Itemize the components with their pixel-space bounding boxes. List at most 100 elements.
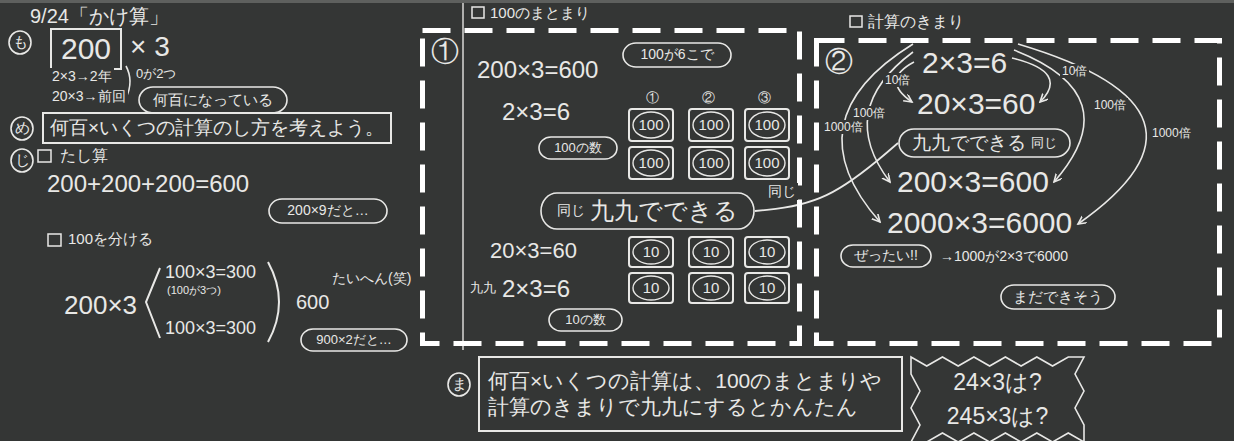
node-text-group: 100 bbox=[754, 154, 779, 173]
box-outline bbox=[479, 357, 902, 431]
block-outline bbox=[629, 237, 673, 267]
chalk-text: 200×3 bbox=[62, 290, 139, 321]
ten-block: 10 bbox=[628, 272, 674, 304]
node-text: 10の数 bbox=[565, 312, 605, 328]
node-text: じ bbox=[15, 151, 30, 170]
node-text: 100 bbox=[754, 154, 779, 173]
block-ring bbox=[749, 276, 785, 300]
speech-cloud: 100が6こで bbox=[622, 42, 732, 68]
heading-square bbox=[38, 150, 51, 162]
chalk-text: 1000倍 bbox=[1150, 126, 1193, 140]
node-text: 100が6こで bbox=[640, 46, 713, 64]
node-text-group: 10 bbox=[703, 243, 720, 262]
cloud-outline bbox=[541, 193, 754, 229]
cloud-outline bbox=[841, 245, 931, 267]
node-text: 10 bbox=[643, 243, 660, 262]
node-text-group: 200 bbox=[61, 30, 111, 68]
cloud-outline bbox=[623, 43, 731, 67]
node-text: 200×9だと… bbox=[287, 202, 368, 220]
node-text-group: 100 bbox=[638, 154, 663, 173]
node-text: 24×3は? bbox=[953, 368, 1042, 397]
dashed-outline bbox=[817, 41, 1220, 344]
box-outline bbox=[51, 29, 121, 69]
cloud-outline bbox=[269, 199, 387, 223]
node-text: 100の数 bbox=[554, 140, 602, 156]
heading-square bbox=[850, 16, 862, 27]
node-text: 100 bbox=[638, 154, 663, 173]
cloud-outline bbox=[1001, 285, 1115, 309]
ten-block: 10 bbox=[744, 236, 790, 268]
speech-cloud: 九九でできる同じ bbox=[898, 128, 1071, 158]
chalk-text: 2×3=6 bbox=[920, 45, 1009, 81]
brace bbox=[146, 268, 160, 338]
board-title: 9/24「かけ算」 bbox=[28, 4, 171, 28]
chalk-text: 2×3=6 bbox=[500, 98, 572, 127]
node-text-group: ② bbox=[822, 44, 856, 79]
chalk-text: →1000が2×3で6000 bbox=[938, 248, 1070, 265]
circle-outline bbox=[448, 373, 470, 396]
ten-block: 10 bbox=[628, 236, 674, 268]
chalk-text: 100倍 bbox=[1092, 98, 1128, 112]
node-text: 100 bbox=[698, 116, 723, 135]
node-text-group: 100 bbox=[754, 116, 779, 135]
chalk-text: 1000倍 bbox=[822, 120, 865, 134]
node-text: 100 bbox=[698, 154, 723, 173]
node-text: ま bbox=[452, 375, 467, 394]
block-outline bbox=[745, 109, 789, 141]
circle-outline bbox=[9, 31, 31, 54]
node-text: 10 bbox=[759, 279, 776, 298]
node-text: 200 bbox=[61, 30, 111, 68]
node-text-group: 何百になっている bbox=[153, 91, 273, 110]
chalk-text: 100×3=300 bbox=[163, 262, 258, 284]
bracket bbox=[268, 262, 279, 342]
circle-outline bbox=[11, 149, 33, 172]
speech-cloud: 200×9だと… bbox=[268, 198, 388, 224]
chalk-text: 0が2つ bbox=[134, 66, 178, 82]
node-text: 100 bbox=[754, 116, 779, 135]
chalk-text: 200+200+200=600 bbox=[45, 170, 251, 199]
chalk-text: 20×3→前回 bbox=[50, 88, 128, 105]
node-text: 245×3は? bbox=[947, 402, 1048, 431]
chalk-text: 10倍 bbox=[1060, 64, 1089, 78]
block-outline bbox=[629, 147, 673, 179]
node-text-group: 100の数 bbox=[554, 140, 602, 156]
ten-block: 10 bbox=[688, 236, 734, 268]
frame-box: 200 bbox=[50, 28, 122, 70]
ten-block: 10 bbox=[744, 272, 790, 304]
block-outline bbox=[689, 109, 733, 141]
cloud-outline bbox=[549, 309, 622, 331]
chalk-text: 100×3=300 bbox=[163, 318, 258, 340]
block-ring bbox=[693, 112, 729, 138]
chalk-text: (100が3つ) bbox=[165, 284, 223, 297]
board-frame bbox=[0, 0, 1234, 3]
block-ring bbox=[749, 112, 785, 138]
block-ring bbox=[693, 276, 729, 300]
node-text-group: じ bbox=[15, 151, 30, 170]
ten-block: 10 bbox=[688, 272, 734, 304]
summary-box: 何百×いくつの計算は、100のまとまりや計算のきまりで九九にするとかんたん bbox=[478, 356, 903, 432]
node-text: 何百になっている bbox=[153, 91, 273, 110]
block-outline bbox=[745, 273, 789, 303]
node-text: 900×2だと… bbox=[316, 332, 392, 348]
block-ring bbox=[633, 150, 669, 176]
node-text-group: 何百×いくつの計算は、100のまとまりや計算のきまりで九九にするとかんたん bbox=[488, 368, 893, 421]
node-text-group: 何百×いくつの計算のし方を考えよう。 bbox=[50, 116, 384, 140]
divider-line bbox=[462, 3, 464, 350]
hundred-block: 100 bbox=[688, 108, 734, 142]
chalk-text: 100のまとまり bbox=[488, 4, 592, 22]
block-ring bbox=[693, 150, 729, 176]
chalk-text: ③ bbox=[756, 90, 773, 106]
node-text: 何百×いくつの計算は、100のまとまりや計算のきまりで九九にするとかんたん bbox=[488, 368, 893, 421]
node-text: 100 bbox=[638, 116, 663, 135]
node-text: 九九でできる bbox=[912, 131, 1026, 155]
node-text-group: 10 bbox=[703, 279, 720, 298]
chalk-text: 同じ bbox=[766, 183, 798, 200]
node-text: 同じ bbox=[1031, 135, 1057, 151]
hundred-block: 100 bbox=[744, 108, 790, 142]
chalk-text: 200×3=600 bbox=[895, 164, 1051, 200]
chalk-text: 100倍 bbox=[851, 106, 887, 120]
node-text-group: ぜったい!! bbox=[854, 247, 918, 265]
speech-cloud: まだできそう bbox=[1000, 284, 1116, 310]
chalk-circle: ま bbox=[447, 372, 471, 397]
